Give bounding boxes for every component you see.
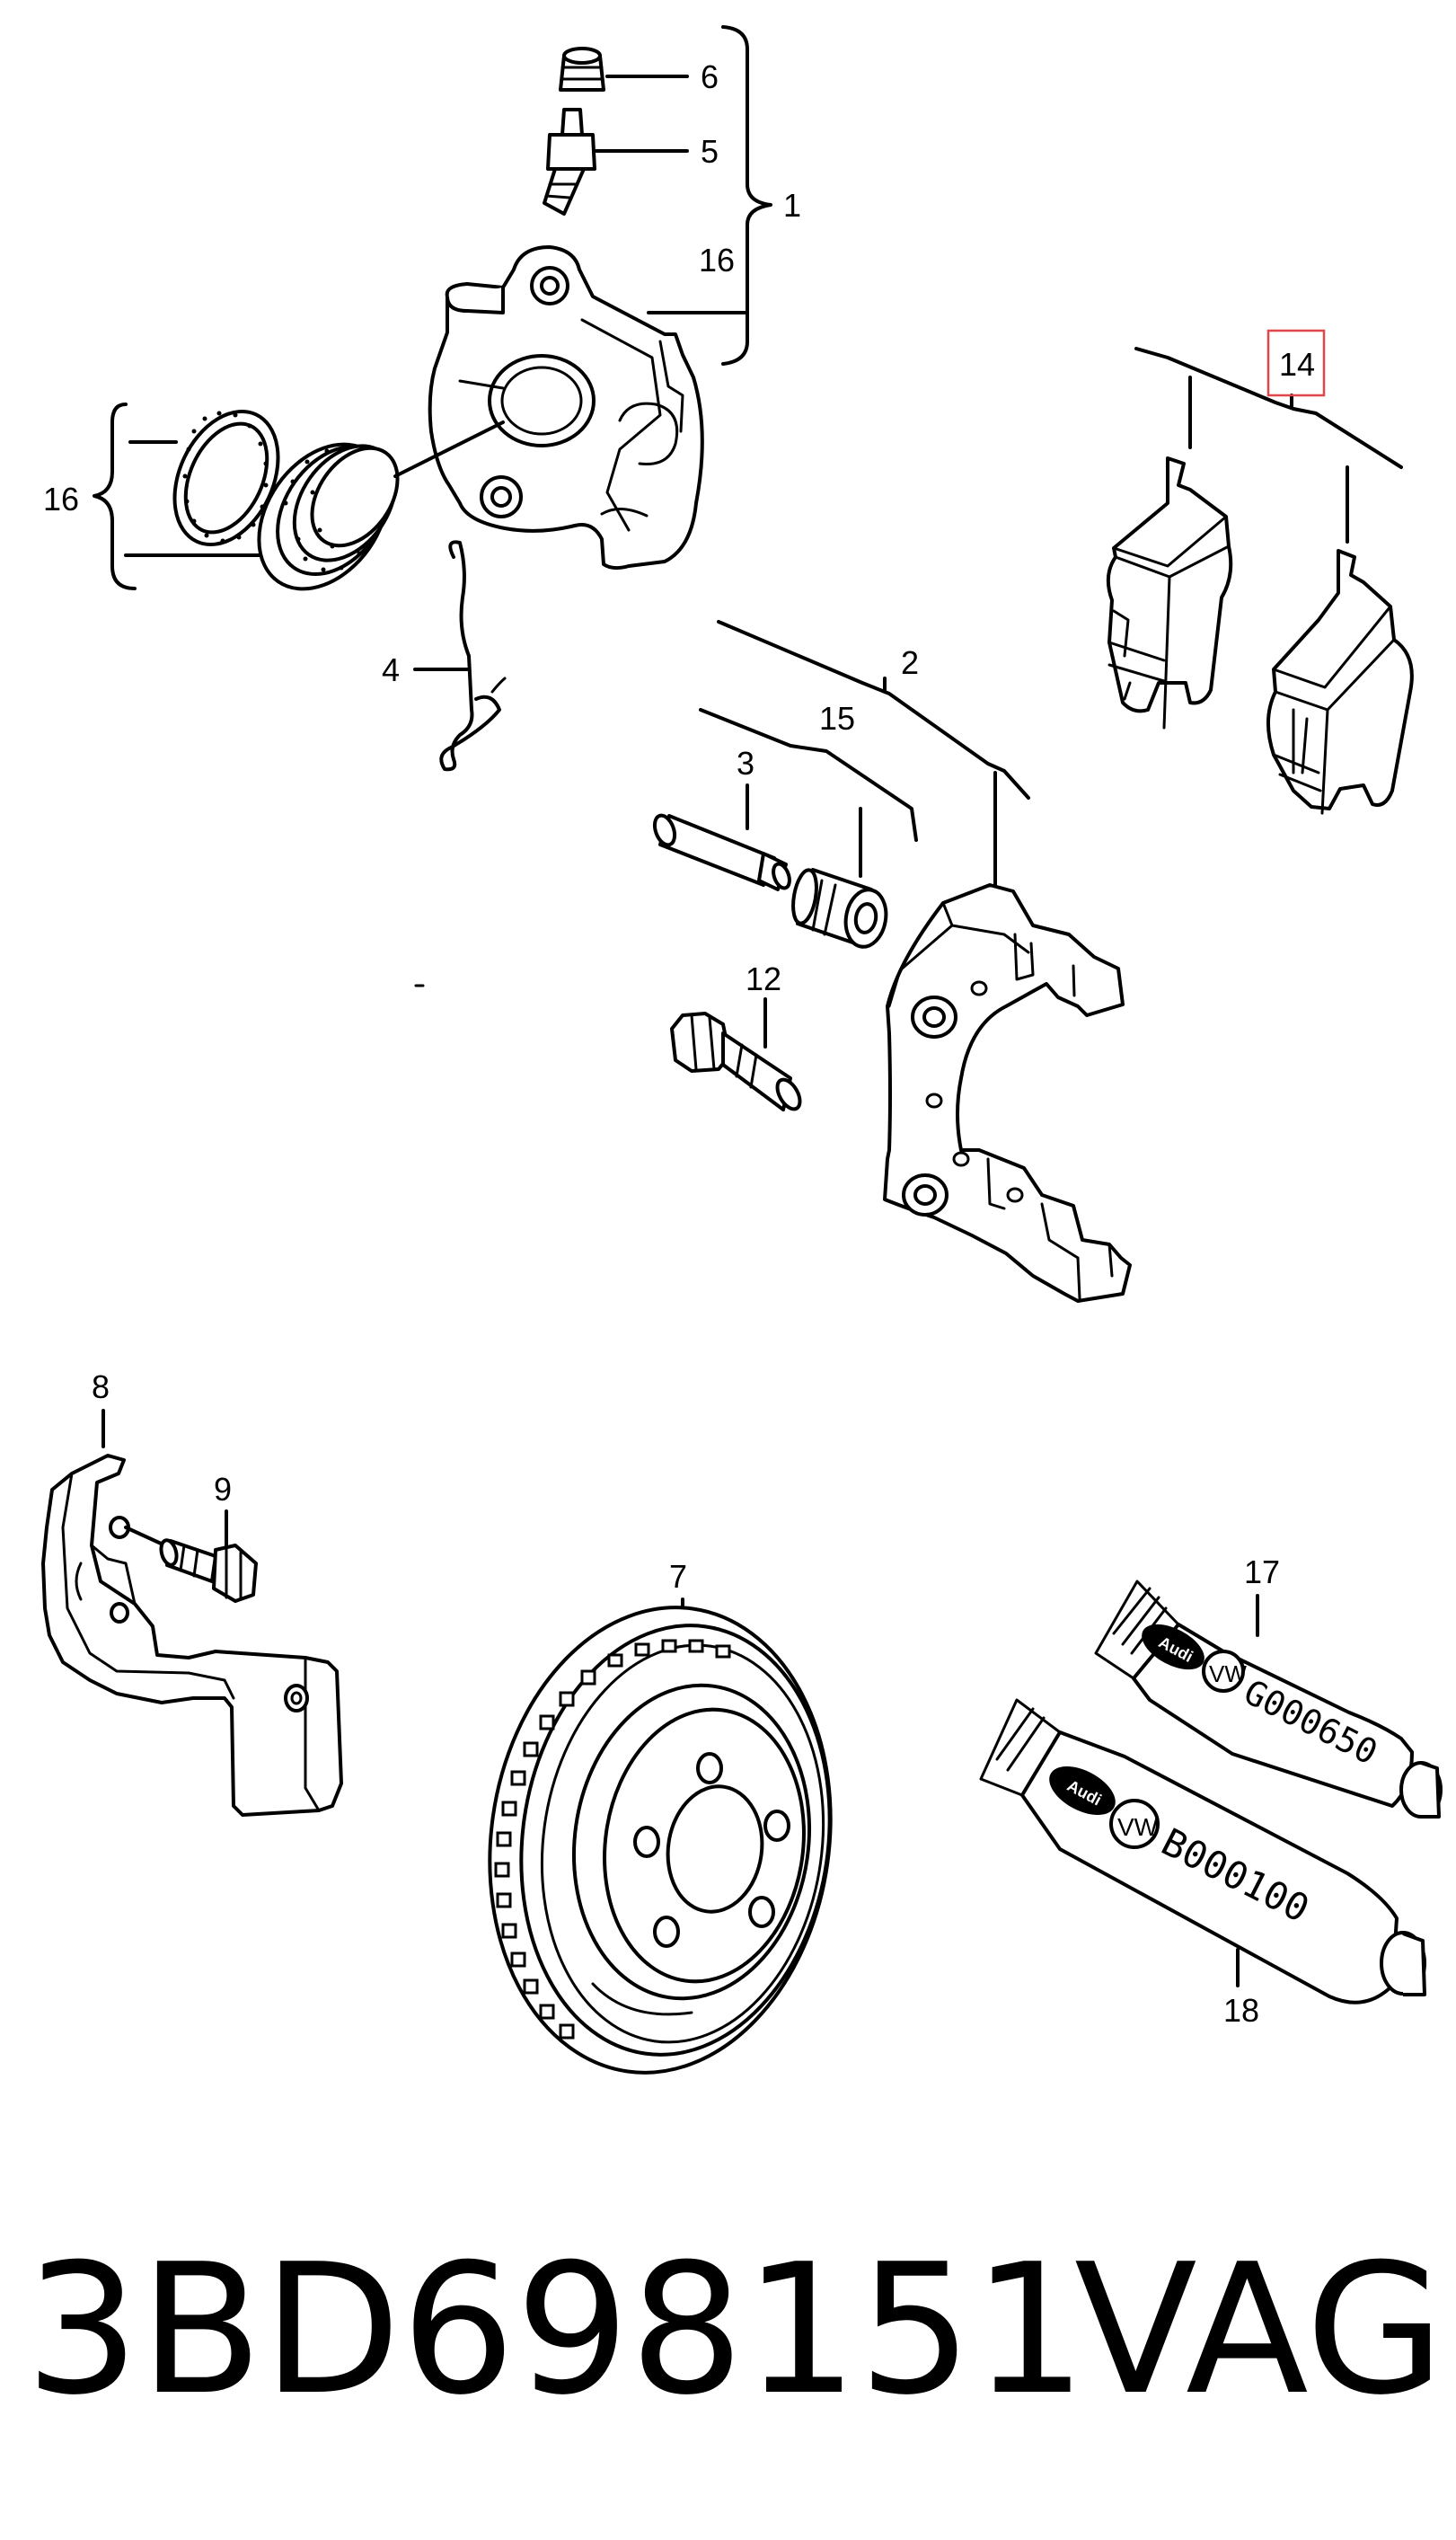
- logo-vw-18: VW: [1117, 1813, 1159, 1841]
- bracket-group-2: [717, 620, 1030, 800]
- logo-vw-17: VW: [1209, 1660, 1247, 1687]
- guide-sleeve: [791, 868, 888, 949]
- brake-disc: [488, 1606, 833, 2075]
- callout-16-left: 16: [43, 481, 79, 518]
- bracket-group-16: [93, 403, 137, 590]
- paste-tube-18: Audi VW B000100: [979, 1698, 1426, 2005]
- caliper-carrier: [883, 883, 1132, 1303]
- callout-14-highlight: [1266, 329, 1326, 397]
- callout-9: 9: [214, 1471, 232, 1508]
- part-number: 3BD698151: [25, 2226, 1087, 2435]
- guide-pin: [652, 813, 791, 891]
- carrier-bolt: [670, 1012, 802, 1111]
- callout-5: 5: [701, 133, 719, 170]
- shield-bolt: [159, 1538, 258, 1603]
- leader-line: [393, 420, 505, 478]
- callout-15: 15: [819, 700, 855, 737]
- brand-name: VAG: [1074, 2226, 1444, 2435]
- bracket-group-1: [721, 25, 772, 366]
- callout-3: 3: [737, 745, 754, 782]
- bracket-group-15: [699, 708, 918, 842]
- bleed-screw: [543, 108, 596, 216]
- brake-pad-inner: [1106, 456, 1233, 730]
- callout-14: 14: [1279, 346, 1315, 383]
- dust-boot: [257, 442, 400, 591]
- callout-2: 2: [901, 644, 919, 681]
- callout-6: 6: [701, 58, 719, 95]
- callout-12: 12: [746, 960, 781, 997]
- callout-8: 8: [92, 1368, 110, 1405]
- callout-1: 1: [783, 187, 801, 224]
- callout-17: 17: [1244, 1553, 1280, 1590]
- callout-18: 18: [1223, 1992, 1259, 2029]
- callout-7: 7: [669, 1558, 687, 1595]
- bleed-cap: [559, 47, 605, 92]
- splash-shield: [41, 1454, 343, 1817]
- bracket-group-14: [1134, 347, 1403, 469]
- brake-pad-outer: [1266, 549, 1414, 815]
- callout-16-top: 16: [699, 242, 735, 279]
- caliper-housing: [428, 245, 704, 571]
- retaining-spring: [439, 540, 507, 772]
- callout-4: 4: [382, 651, 400, 688]
